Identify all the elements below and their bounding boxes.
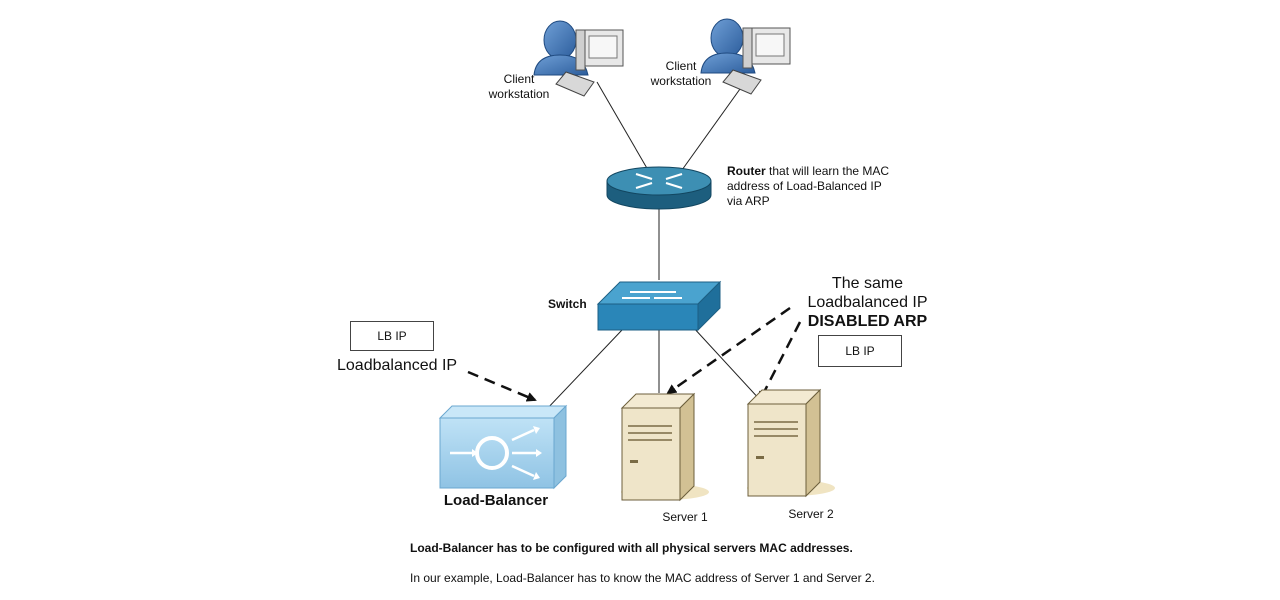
same-ip-line3: DISABLED ARP [807, 313, 928, 330]
same-ip-line2: Loadbalanced IP [807, 294, 928, 311]
edge-client2-router [681, 81, 746, 171]
client-1-label-line2: workstation [488, 87, 550, 101]
router-label-bold: Router [727, 164, 766, 178]
router-icon [606, 166, 712, 210]
client-2-label: Client workstation [638, 59, 724, 89]
caption-main: Load-Balancer has to be configured with … [410, 541, 853, 555]
server-1-label: Server 1 [662, 510, 708, 524]
client-2-label-line2: workstation [650, 74, 712, 88]
router-label-line3: via ARP [727, 194, 770, 208]
edge-switch-server2 [691, 325, 763, 403]
lb-ip-box-left: LB IP [350, 321, 434, 351]
router-label-rest: that will learn the MAC [765, 164, 890, 178]
edge-client1-router [596, 81, 649, 171]
loadbalanced-ip-label: Loadbalanced IP [337, 357, 458, 374]
client-workstation-icon-2 [700, 18, 791, 95]
switch-label: Switch [548, 297, 587, 311]
lb-ip-box-right: LB IP [818, 335, 902, 367]
server-1-icon [620, 392, 709, 502]
router-label-line2: address of Load-Balanced IP [727, 179, 882, 193]
arrow-lbip-to-lb [467, 370, 537, 402]
arrow-sameip-to-server2 [758, 321, 802, 402]
router-label: Router that will learn the MAC address o… [727, 164, 889, 209]
client-workstation-icon-1 [533, 20, 624, 97]
client-1-label: Client workstation [476, 72, 562, 102]
dashed-arrows [467, 306, 802, 402]
client-2-label-line1: Client [665, 59, 697, 73]
arrow-sameip-to-server1 [666, 306, 791, 395]
client-1-label-line1: Client [503, 72, 535, 86]
load-balancer-icon [438, 404, 568, 490]
switch-icon [596, 280, 722, 332]
server-2-label: Server 2 [788, 507, 834, 521]
server-2-icon [746, 388, 835, 498]
same-ip-annotation: The same Loadbalanced IP DISABLED ARP [780, 274, 955, 331]
load-balancer-label: Load-Balancer [443, 492, 549, 509]
caption-example: In our example, Load-Balancer has to kno… [410, 571, 875, 585]
same-ip-line1: The same [831, 275, 904, 292]
